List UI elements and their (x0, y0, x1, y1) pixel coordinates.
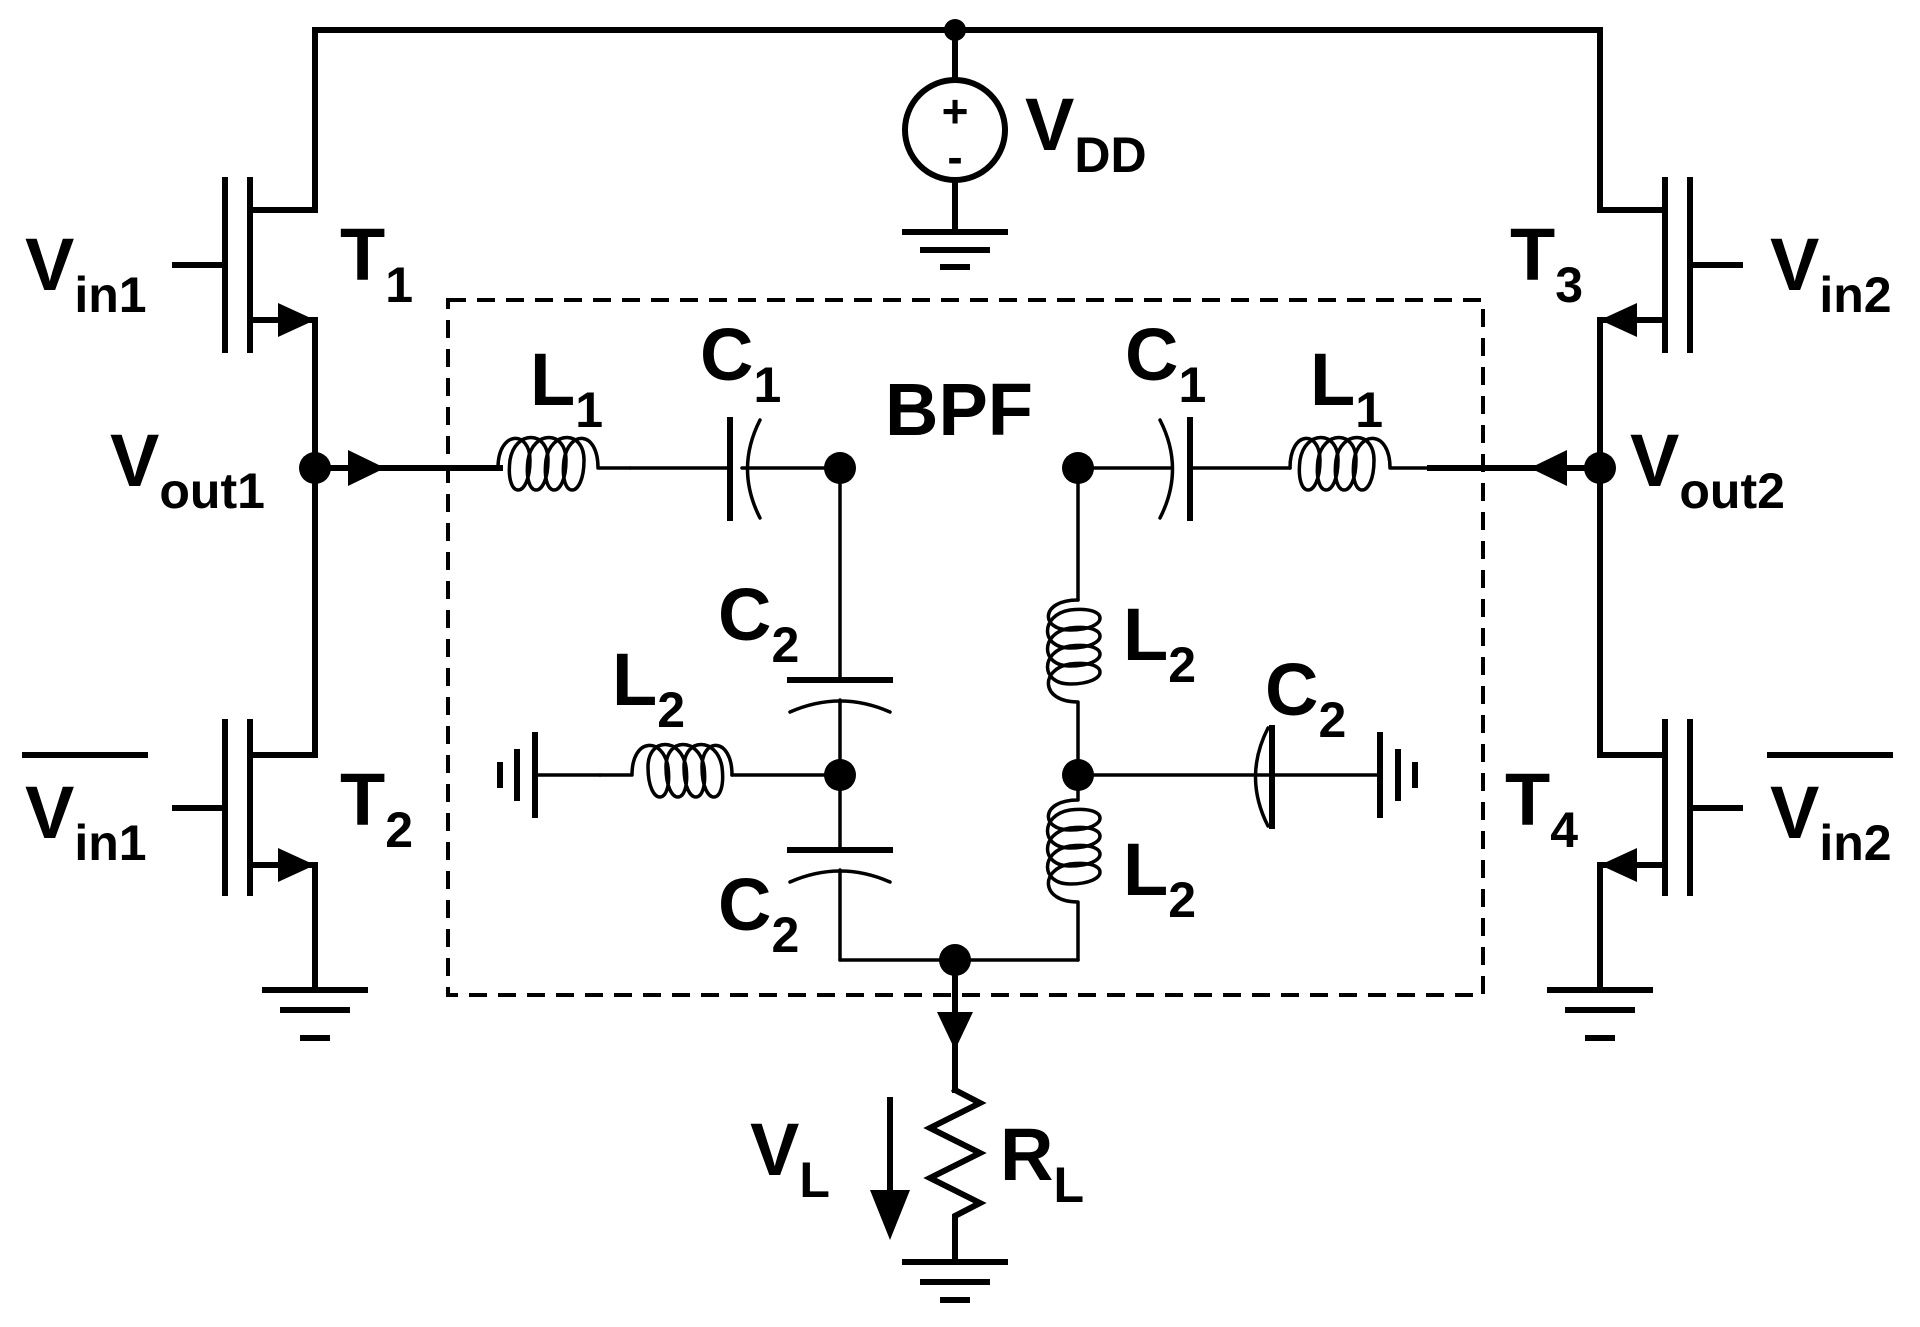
c2-bottom-label: C2 (718, 863, 799, 963)
c2-top-label: C2 (718, 573, 799, 673)
inductor-l1-right: L1 (1288, 338, 1432, 492)
c2-right-label: C2 (1265, 648, 1346, 748)
capacitor-c2-bottom: C2 (718, 773, 893, 963)
vout2-label: Vout2 (1630, 419, 1785, 519)
vin1-bar-label: Vin1 (25, 771, 147, 871)
t3-label: T3 (1510, 213, 1583, 313)
inductor-l2-top: L2 (1045, 466, 1196, 777)
capacitor-c1-right: C1 (1076, 313, 1292, 521)
transistor-t4: T4 Vin2 (1505, 719, 1893, 1041)
l1-right-label: L1 (1310, 338, 1383, 438)
vdd-label: VDD (1025, 83, 1147, 183)
l1-left-label: L1 (530, 338, 603, 438)
vin2-label: Vin2 (1770, 223, 1892, 323)
c1-left-label: C1 (700, 313, 781, 413)
vin1-label: Vin1 (25, 223, 147, 323)
transistor-t2: T2 Vin1 (22, 719, 413, 1041)
inductor-l1-left: L1 (496, 338, 632, 492)
vin2-bar-label: Vin2 (1770, 771, 1892, 871)
rl-label: RL (1000, 1113, 1084, 1213)
supply-rail (312, 19, 1603, 213)
t4-label: T4 (1505, 758, 1578, 858)
output-node (838, 944, 1080, 1093)
t2-label: T2 (340, 758, 413, 858)
resistor-rl: RL (902, 1085, 1084, 1303)
inductor-l2-bottom: L2 (1045, 773, 1196, 962)
l2-top-label: L2 (1123, 593, 1196, 693)
inductor-l2-left: L2 (497, 638, 842, 818)
transistor-t1: T1 Vin1 (25, 177, 413, 353)
capacitor-c2-right: C2 (1076, 648, 1418, 829)
vdd-plus-sign: + (942, 85, 969, 137)
vout1-label: Vout1 (110, 419, 265, 519)
vout2-node: Vout2 (1427, 317, 1785, 758)
l2-left-label: L2 (612, 638, 685, 738)
capacitor-c2-top: C2 (718, 466, 893, 777)
vl-label: VL (750, 1108, 830, 1208)
vdd-source: + - VDD (902, 77, 1147, 270)
t1-label: T1 (340, 213, 413, 313)
bpf-label: BPF (885, 368, 1033, 451)
transistor-t3: T3 Vin2 (1510, 177, 1892, 353)
vdd-minus-sign: - (947, 131, 962, 183)
c1-right-label: C1 (1125, 313, 1206, 413)
vl-arrow: VL (750, 1097, 910, 1240)
capacitor-c1-left: C1 (628, 313, 842, 521)
l2-bottom-label: L2 (1123, 828, 1196, 928)
bpf-boundary (446, 298, 1485, 997)
vout1-node: Vout1 (110, 317, 503, 758)
